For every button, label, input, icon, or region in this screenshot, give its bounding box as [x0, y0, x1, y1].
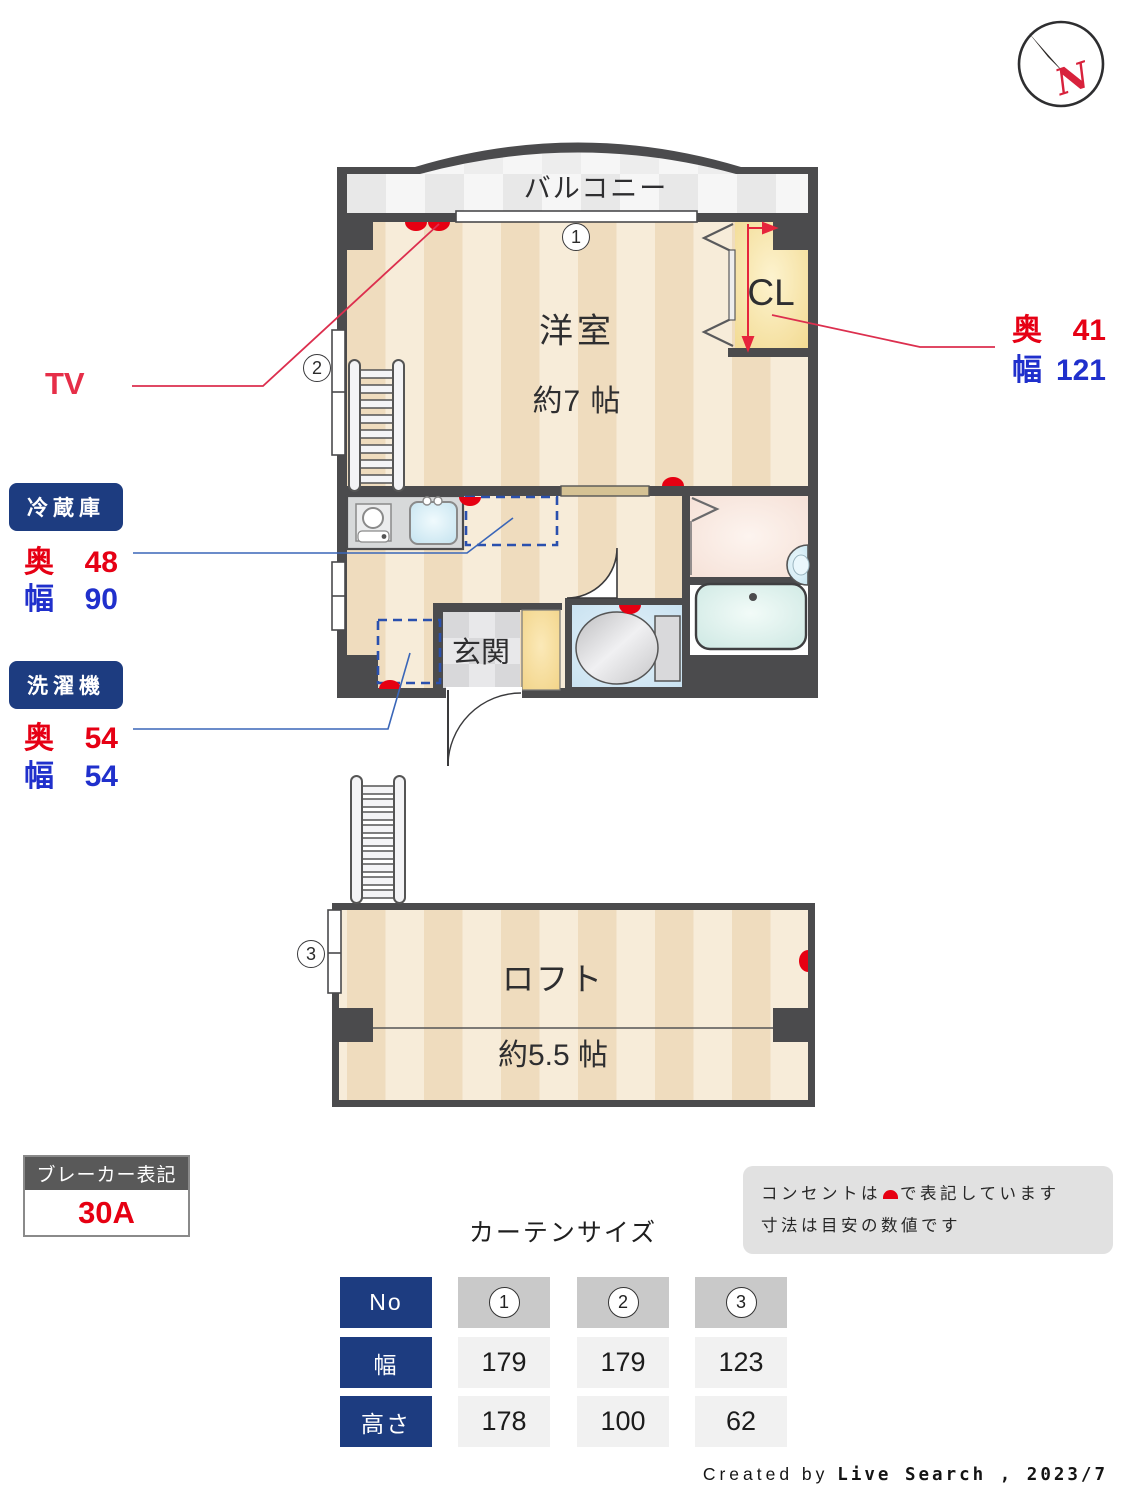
table-col-3: 3 [695, 1277, 787, 1328]
curtain-marker-2: 2 [303, 354, 331, 382]
table-height-1: 178 [458, 1396, 550, 1447]
curtain-marker-1: 1 [562, 223, 590, 251]
balcony-window [455, 210, 698, 223]
toilet-tank [654, 615, 681, 682]
kitchen-counter [345, 494, 465, 551]
toilet-bowl [575, 611, 659, 685]
footer-credit: Created by Live Search , 2023/7 [702, 1464, 1108, 1485]
table-height-2: 100 [577, 1396, 669, 1447]
loft [327, 903, 815, 1107]
front-door [446, 687, 522, 767]
room-name: 洋室 [539, 312, 615, 351]
table-header-no: No [340, 1277, 432, 1328]
entrance-label: 玄関 [451, 637, 511, 669]
outlet-loft [799, 950, 808, 972]
balcony [337, 142, 818, 213]
entrance-tiles [443, 612, 520, 688]
tv-leader [132, 223, 440, 387]
closet-depth-row: 奥 41 [1012, 314, 1106, 347]
washer-badge: 洗濯機 [9, 661, 123, 709]
loft-name: ロフト [501, 961, 605, 997]
ladder-loft [350, 775, 406, 904]
compass [1017, 20, 1105, 108]
washer-leader [133, 652, 411, 730]
table-col-1: 1 [458, 1277, 550, 1328]
washroom-door [690, 496, 720, 575]
closet-dimension-arrows [741, 221, 779, 353]
note-line-1: コンセントはで表記しています [761, 1185, 1060, 1203]
outlet-toilet [619, 605, 641, 614]
toilet-room [565, 598, 688, 693]
stove-burner [362, 507, 384, 529]
washer-space-box [376, 618, 442, 685]
stove-drawer [357, 530, 390, 543]
fridge-depth-row: 奥 48 [24, 546, 118, 579]
leader-lines [132, 223, 995, 730]
table-width-3: 123 [695, 1337, 787, 1388]
closet-width-row: 幅 121 [1012, 354, 1106, 387]
balcony-label: バルコニー [523, 173, 669, 204]
breaker-value: 30A [78, 1194, 135, 1230]
bathtub [694, 582, 808, 651]
washer-width-row: 幅 54 [24, 760, 118, 793]
outlets [379, 222, 808, 972]
kitchen-sink [409, 501, 458, 545]
outlet-icon [883, 1190, 898, 1199]
windows [331, 210, 698, 631]
shoe-cabinet [521, 609, 561, 691]
outlet-kitchen [459, 497, 481, 506]
closet-door [701, 223, 736, 347]
ladder-main [348, 359, 405, 492]
curtain-table-title: カーテンサイズ [468, 1219, 658, 1247]
outlet-washer [379, 680, 401, 689]
compass-circle [1017, 20, 1105, 108]
outlet-room [662, 477, 684, 486]
room-size: 約7 帖 [532, 385, 622, 418]
table-width-1: 179 [458, 1337, 550, 1388]
table-width-2: 179 [577, 1337, 669, 1388]
tv-label: TV [45, 366, 85, 401]
note-line-2: 寸法は目安の数値です [761, 1217, 961, 1236]
loft-window [327, 909, 342, 994]
table-header-width: 幅 [340, 1337, 432, 1388]
sliding-door [560, 485, 650, 497]
compass-needle [1028, 32, 1066, 75]
table-height-3: 62 [695, 1396, 787, 1447]
curtain-marker-3: 3 [297, 940, 325, 968]
loft-size: 約5.5 帖 [497, 1039, 609, 1072]
outlet-tv-1 [405, 222, 427, 231]
washroom-sink [786, 544, 810, 586]
fridge-width-row: 幅 90 [24, 583, 118, 616]
breaker-box: ブレーカー表記 30A [23, 1155, 190, 1237]
washer-depth-row: 奥 54 [24, 722, 118, 755]
table-header-height: 高さ [340, 1396, 432, 1447]
closet-label: CL [747, 272, 795, 313]
table-col-2: 2 [577, 1277, 669, 1328]
notes-box: コンセントはで表記しています 寸法は目安の数値です [743, 1166, 1113, 1255]
fridge-badge: 冷蔵庫 [9, 483, 123, 531]
closet-leader [771, 314, 995, 348]
fridge-leader [133, 517, 514, 554]
fridge-space-box [464, 495, 559, 547]
hall-swing-door [566, 547, 618, 599]
breaker-title: ブレーカー表記 [25, 1157, 188, 1190]
